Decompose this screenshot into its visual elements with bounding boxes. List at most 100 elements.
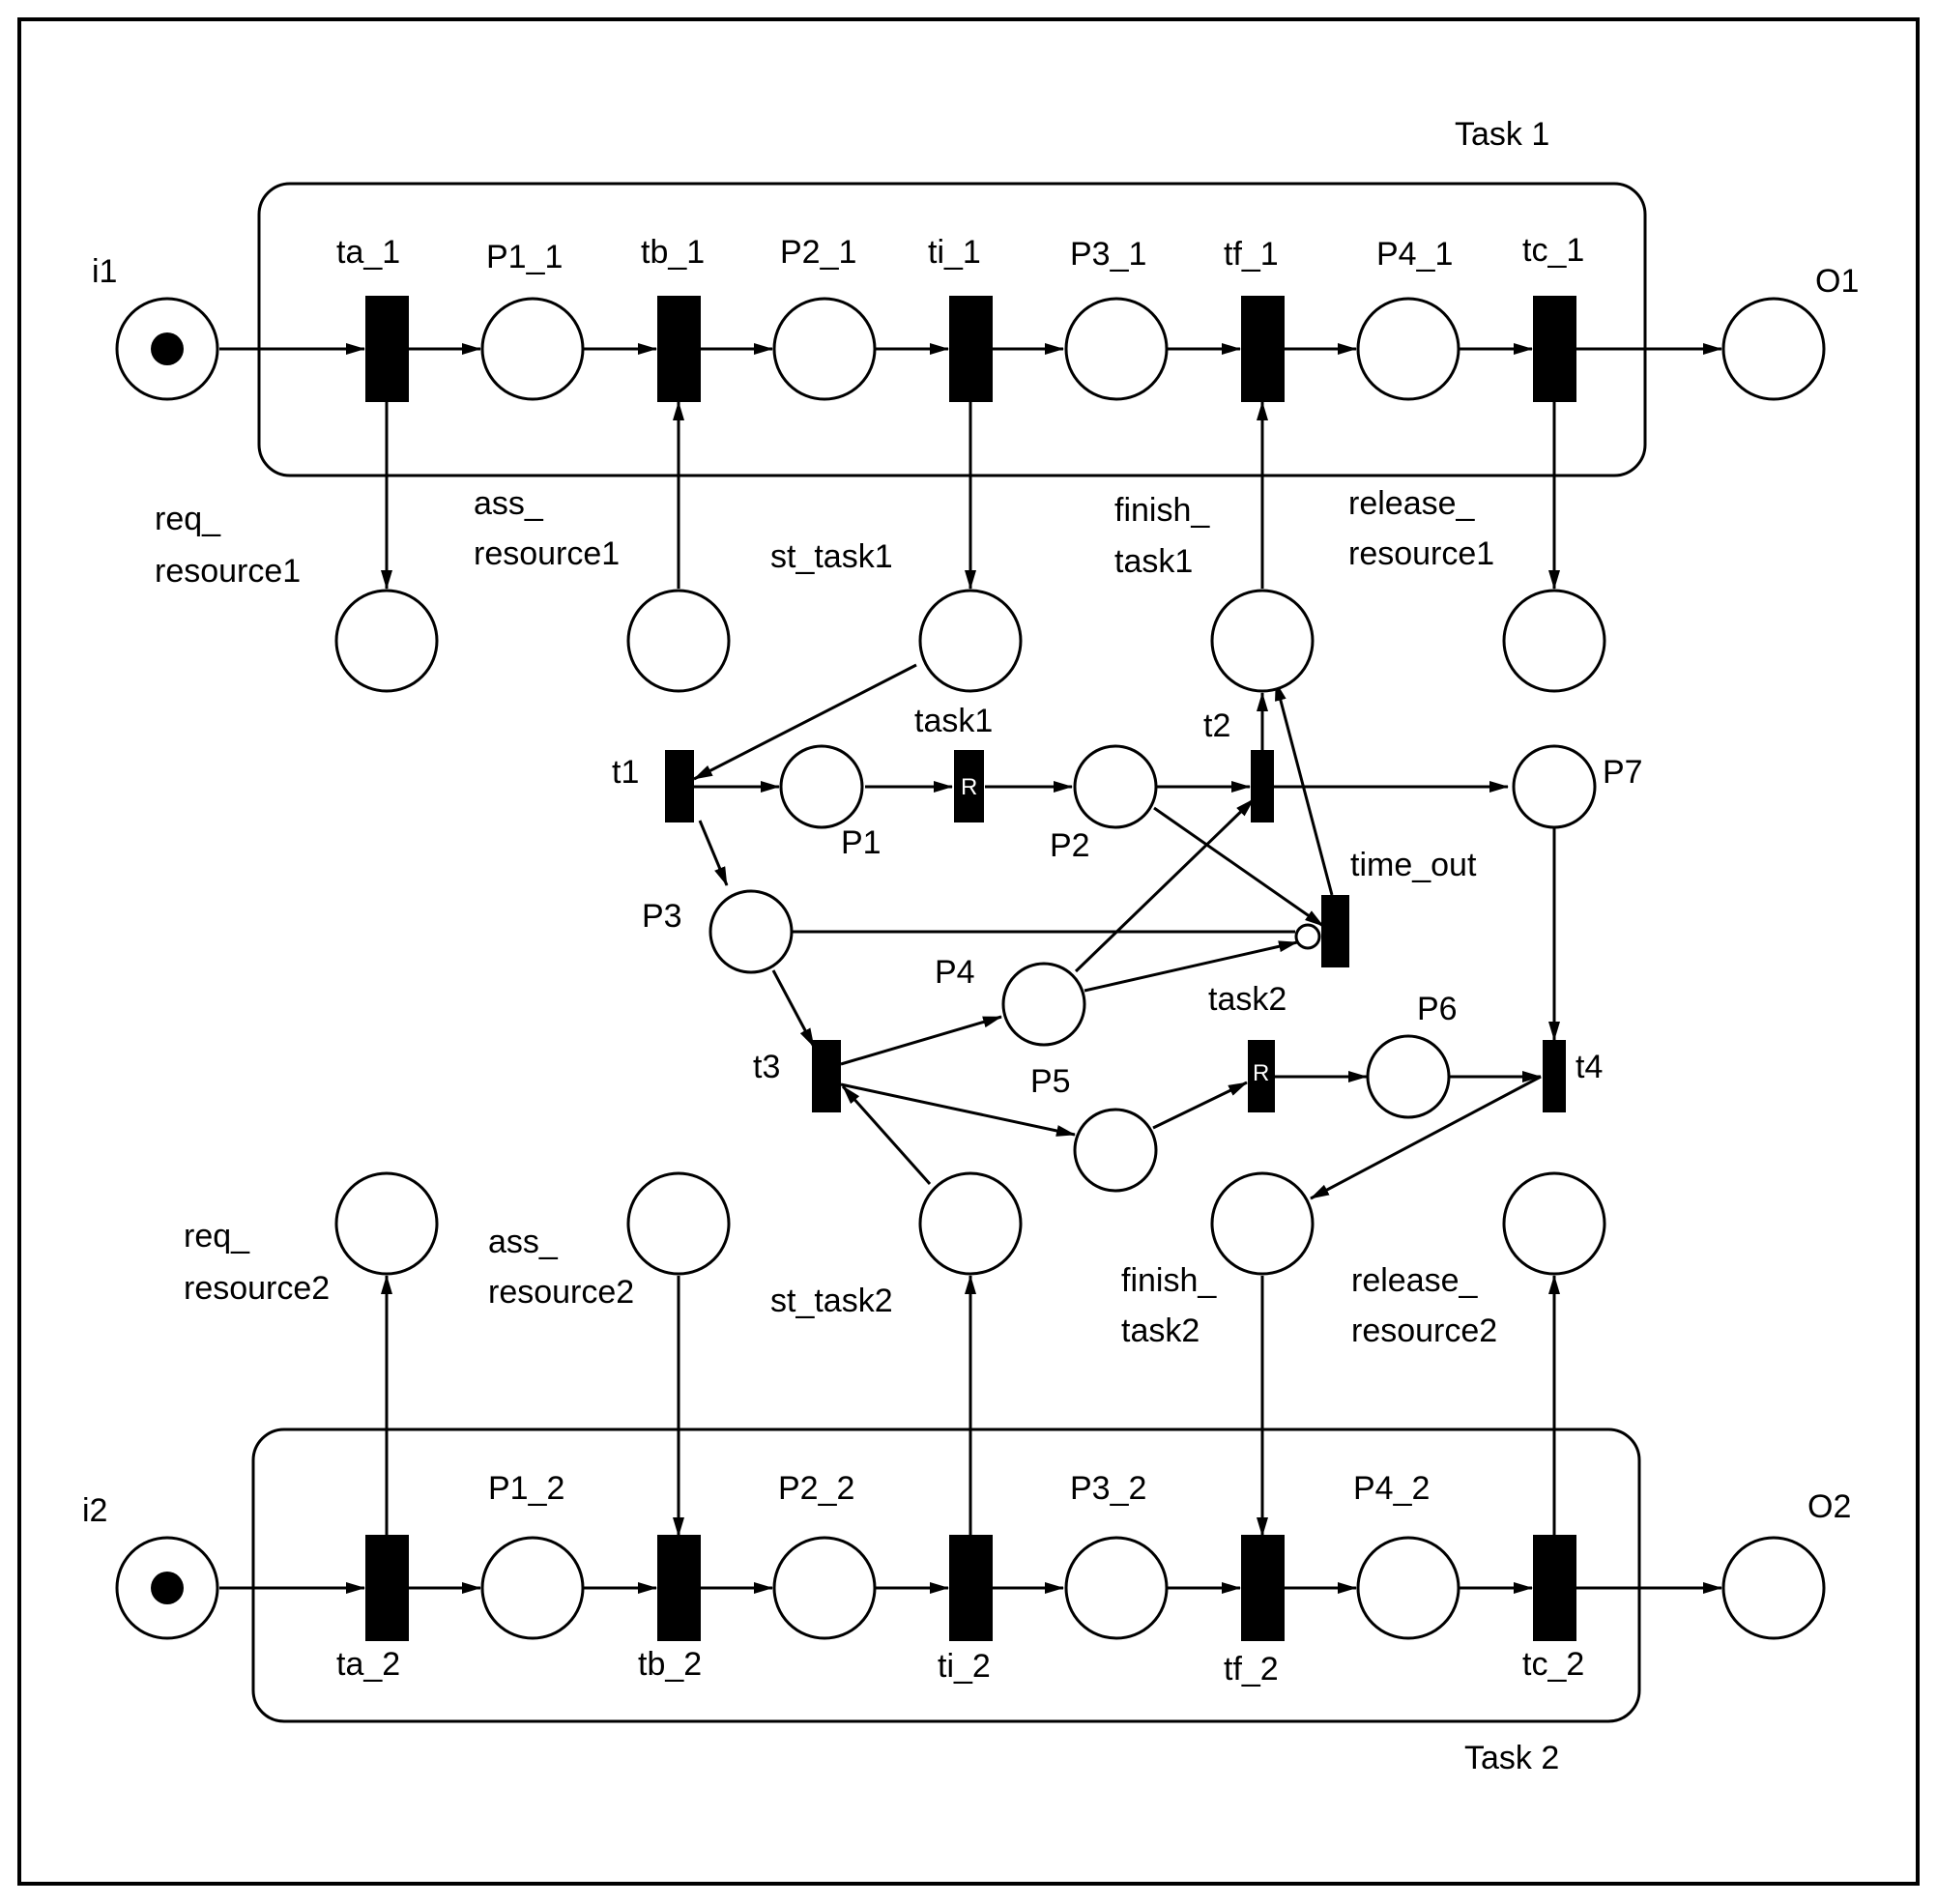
transition-tc_1 xyxy=(1533,296,1576,402)
task2-group-box xyxy=(251,1428,1641,1723)
arc-st2-t3 xyxy=(841,1085,932,1185)
place-P7 xyxy=(1512,744,1597,829)
label-P7: P7 xyxy=(1603,754,1643,791)
arc-P5-tR2 xyxy=(1152,1081,1248,1130)
label-st2: st_task2 xyxy=(770,1283,893,1319)
label-i1: i1 xyxy=(92,253,117,290)
label-P2_2: P2_2 xyxy=(778,1470,854,1507)
label-fin1-line2: task1 xyxy=(1114,543,1193,580)
place-P4_1 xyxy=(1356,297,1460,401)
transition-tR1-inner: R xyxy=(961,774,977,800)
token-i1 xyxy=(151,332,184,365)
label-t2: t2 xyxy=(1203,707,1230,744)
label-P1_1: P1_1 xyxy=(486,239,563,275)
place-P1_2 xyxy=(480,1536,585,1640)
transition-t3 xyxy=(812,1040,841,1112)
place-rel2 xyxy=(1502,1171,1606,1276)
label-tf_1: tf_1 xyxy=(1224,236,1279,273)
label-P3_1: P3_1 xyxy=(1070,236,1146,273)
place-P3_2 xyxy=(1064,1536,1169,1640)
label-P4: P4 xyxy=(935,954,975,991)
label-tf_2: tf_2 xyxy=(1224,1651,1279,1688)
arc-t4-fin2 xyxy=(1310,1075,1542,1200)
arcs xyxy=(219,343,1722,1594)
place-req2 xyxy=(334,1171,439,1276)
label-fin1-line1: finish_ xyxy=(1114,492,1210,529)
label-P1_2: P1_2 xyxy=(488,1470,564,1507)
transition-time_out xyxy=(1321,895,1349,967)
label-ass1-line2: resource1 xyxy=(474,535,620,572)
place-O2 xyxy=(1721,1536,1826,1640)
label-P2: P2 xyxy=(1050,827,1090,864)
arc-t3-P5 xyxy=(840,1082,1076,1137)
label-ass2-line1: ass_ xyxy=(488,1224,559,1260)
label-P4_2: P4_2 xyxy=(1353,1470,1430,1507)
arc-P2-time_out xyxy=(1153,806,1324,928)
place-fin2 xyxy=(1210,1171,1315,1276)
transition-t2 xyxy=(1251,750,1274,822)
transition-tR1 xyxy=(954,750,984,822)
transition-t1 xyxy=(665,750,694,822)
label-req1-line1: req_ xyxy=(155,501,221,537)
label-ti_2: ti_2 xyxy=(938,1648,991,1685)
transition-ti_2 xyxy=(949,1535,993,1641)
label-task2: task2 xyxy=(1208,981,1287,1018)
label-req2-line2: resource2 xyxy=(184,1270,330,1307)
token-i2 xyxy=(151,1572,184,1604)
label-req1-line2: resource1 xyxy=(155,553,301,590)
task1-group-box xyxy=(257,182,1647,477)
label-tc_1: tc_1 xyxy=(1522,232,1584,269)
label-task1: task1 xyxy=(914,703,993,739)
arc-t1-P3 xyxy=(698,820,729,886)
label-O1: O1 xyxy=(1815,263,1859,300)
label-P1: P1 xyxy=(841,824,882,861)
label-tb_2: tb_2 xyxy=(638,1646,702,1683)
transition-tf_2 xyxy=(1241,1535,1285,1641)
label-P5: P5 xyxy=(1030,1063,1071,1100)
arc-st1-t1 xyxy=(693,663,917,781)
label-P2_1: P2_1 xyxy=(780,234,856,271)
place-P2_2 xyxy=(772,1536,877,1640)
transition-ta_2 xyxy=(365,1535,409,1641)
label-req2-line1: req_ xyxy=(184,1218,250,1255)
label-t1: t1 xyxy=(612,754,639,791)
place-P4_2 xyxy=(1356,1536,1460,1640)
place-P5 xyxy=(1073,1108,1158,1193)
transition-ti_1 xyxy=(949,296,993,402)
transitions: R R xyxy=(365,296,1576,1641)
transition-tc_2 xyxy=(1533,1535,1576,1641)
place-st2 xyxy=(918,1171,1023,1276)
place-req1 xyxy=(334,589,439,693)
place-st1 xyxy=(918,589,1023,693)
label-fin2-line2: task2 xyxy=(1121,1313,1200,1349)
transition-tR2 xyxy=(1248,1040,1275,1112)
label-P6: P6 xyxy=(1417,991,1458,1027)
arc-P3-t3 xyxy=(771,969,816,1048)
place-P6 xyxy=(1366,1034,1451,1119)
label-tb_1: tb_1 xyxy=(641,234,705,271)
label-ta_1: ta_1 xyxy=(336,234,400,271)
place-P3 xyxy=(708,889,794,974)
transition-tb_1 xyxy=(657,296,701,402)
label-ass1-line1: ass_ xyxy=(474,485,544,522)
labels: i1 ta_1 P1_1 tb_1 P2_1 ti_1 P3_1 tf_1 P4… xyxy=(82,232,1859,1688)
transition-tf_1 xyxy=(1241,296,1285,402)
label-t3: t3 xyxy=(753,1049,780,1085)
transition-tR2-inner: R xyxy=(1253,1060,1269,1086)
label-ta_2: ta_2 xyxy=(336,1646,400,1683)
place-rel1 xyxy=(1502,589,1606,693)
place-P4 xyxy=(1001,962,1086,1047)
label-fin2-line1: finish_ xyxy=(1121,1262,1217,1299)
arc-time_out-fin1 xyxy=(1274,681,1334,896)
label-t4: t4 xyxy=(1576,1049,1603,1085)
transition-ta_1 xyxy=(365,296,409,402)
label-rel1-line2: resource1 xyxy=(1348,535,1494,572)
place-P2_1 xyxy=(772,297,877,401)
inhibitor-circle xyxy=(1294,923,1321,950)
label-st1: st_task1 xyxy=(770,538,893,575)
label-ass2-line2: resource2 xyxy=(488,1274,634,1311)
place-P3_1 xyxy=(1064,297,1169,401)
task2-group-label: Task 2 xyxy=(1464,1740,1559,1776)
label-rel2-line1: release_ xyxy=(1351,1262,1479,1299)
